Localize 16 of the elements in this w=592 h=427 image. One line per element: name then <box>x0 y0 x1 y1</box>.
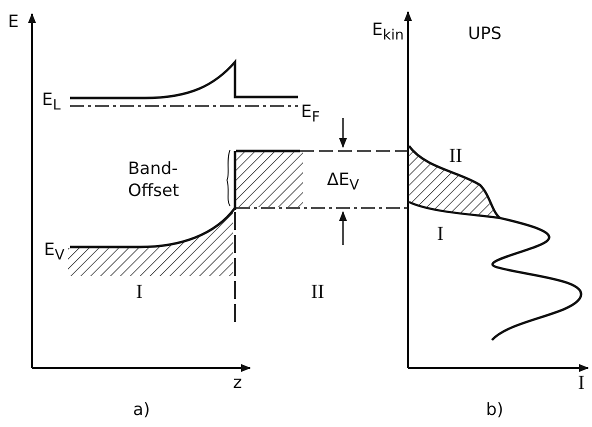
axis-label: z <box>233 373 242 393</box>
region-label: II <box>449 146 462 166</box>
offset-label: ΔE$_{V}$ <box>327 170 360 196</box>
axis-label: E$_{kin}$ <box>372 20 404 46</box>
region-label: II <box>311 282 324 302</box>
axis-label: I <box>578 373 585 393</box>
panel-label: a) <box>133 400 150 420</box>
level-label: E$_{L}$ <box>42 90 61 116</box>
level-label: E$_{F}$ <box>301 102 320 128</box>
panel-title: UPS <box>468 24 502 44</box>
level-label: E$_{V}$ <box>44 240 64 266</box>
region-label: I <box>437 224 444 244</box>
band-offset-label: Band-Offset <box>128 158 180 202</box>
region-label: I <box>136 282 143 302</box>
axis-label: E <box>8 12 19 32</box>
panel-label: b) <box>486 400 504 420</box>
